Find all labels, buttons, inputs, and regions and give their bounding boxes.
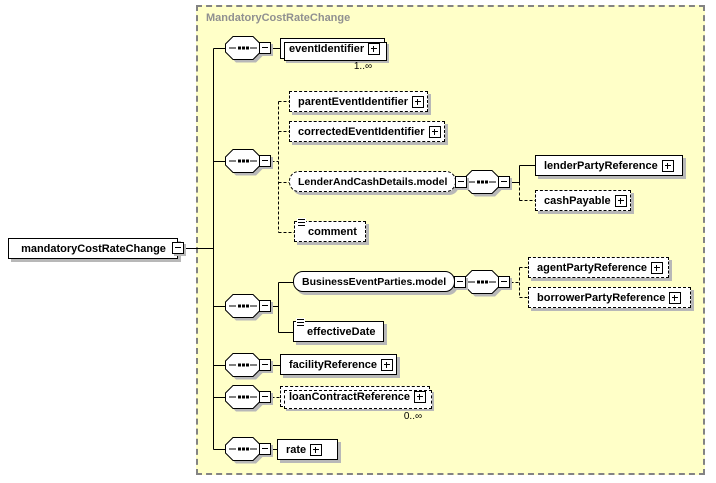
multiplicity-label: 0..∞	[403, 411, 423, 422]
element-effectiveDate[interactable]: effectiveDate	[293, 318, 385, 342]
sequence-icon[interactable]	[225, 36, 265, 64]
element-label: comment	[308, 225, 357, 238]
minus-icon[interactable]	[259, 42, 271, 54]
plus-icon[interactable]	[310, 443, 323, 456]
element-label: eventIdentifier	[289, 42, 365, 55]
plus-icon[interactable]	[651, 261, 664, 274]
element-label: borrowerPartyReference	[537, 291, 666, 304]
plus-icon[interactable]	[412, 95, 425, 108]
sequence-icon[interactable]	[225, 385, 265, 413]
plus-icon[interactable]	[614, 194, 627, 207]
plus-icon[interactable]	[381, 358, 394, 371]
element-borrowerPartyReference[interactable]: borrowerPartyReference	[528, 287, 691, 308]
element-label: facilityReference	[289, 358, 378, 371]
element-agentPartyReference[interactable]: agentPartyReference	[528, 257, 669, 278]
element-correctedEventIdentifier[interactable]: correctedEventIdentifier	[289, 121, 445, 142]
element-label: cashPayable	[544, 194, 611, 207]
element-label: correctedEventIdentifier	[298, 125, 425, 138]
element-facilityReference[interactable]: facilityReference	[280, 354, 398, 375]
element-comment[interactable]: comment	[294, 218, 366, 242]
model-group-BusinessEventParties[interactable]: BusinessEventParties.model	[293, 271, 467, 292]
minus-icon[interactable]	[498, 176, 510, 188]
element-rate[interactable]: rate	[277, 439, 338, 460]
minus-icon[interactable]	[259, 155, 271, 167]
element-lenderPartyReference[interactable]: lenderPartyReference	[535, 155, 683, 176]
root-element[interactable]: mandatoryCostRateChange	[8, 238, 178, 259]
minus-icon[interactable]	[498, 276, 510, 288]
multiplicity-label: 1..∞	[353, 61, 373, 72]
minus-icon[interactable]	[259, 443, 271, 455]
minus-icon[interactable]	[259, 300, 271, 312]
plus-icon[interactable]	[669, 291, 682, 304]
element-label: parentEventIdentifier	[298, 95, 409, 108]
minus-icon[interactable]	[455, 175, 468, 188]
sequence-icon[interactable]	[225, 294, 265, 322]
model-group-LenderAndCashDetails[interactable]: LenderAndCashDetails.model	[289, 171, 468, 192]
minus-icon[interactable]	[259, 391, 271, 403]
sequence-icon[interactable]	[225, 353, 265, 381]
plus-icon[interactable]	[368, 42, 381, 55]
element-label: lenderPartyReference	[544, 159, 658, 172]
model-group-label: LenderAndCashDetails.model	[298, 175, 448, 188]
sequence-icon[interactable]	[225, 437, 265, 465]
sequence-icon[interactable]	[225, 149, 265, 177]
element-eventIdentifier[interactable]: eventIdentifier	[280, 38, 387, 61]
text-lines-icon	[296, 318, 305, 327]
element-loanContractReference[interactable]: loanContractReference	[280, 386, 433, 409]
text-lines-icon	[297, 218, 306, 227]
element-label: rate	[286, 443, 307, 456]
element-label: loanContractReference	[289, 390, 411, 403]
plus-icon[interactable]	[414, 390, 427, 403]
element-label: agentPartyReference	[537, 261, 648, 274]
container-label: MandatoryCostRateChange	[206, 12, 351, 24]
element-parentEventIdentifier[interactable]: parentEventIdentifier	[289, 91, 429, 112]
minus-icon[interactable]	[172, 242, 184, 254]
plus-icon[interactable]	[661, 159, 674, 172]
minus-icon[interactable]	[259, 359, 271, 371]
element-cashPayable[interactable]: cashPayable	[535, 190, 631, 211]
model-group-label: BusinessEventParties.model	[302, 275, 447, 288]
minus-icon[interactable]	[454, 275, 467, 288]
plus-icon[interactable]	[428, 125, 441, 138]
root-element-label: mandatoryCostRateChange	[21, 242, 166, 255]
sequence-icon[interactable]	[464, 170, 504, 198]
element-label: effectiveDate	[307, 325, 376, 338]
